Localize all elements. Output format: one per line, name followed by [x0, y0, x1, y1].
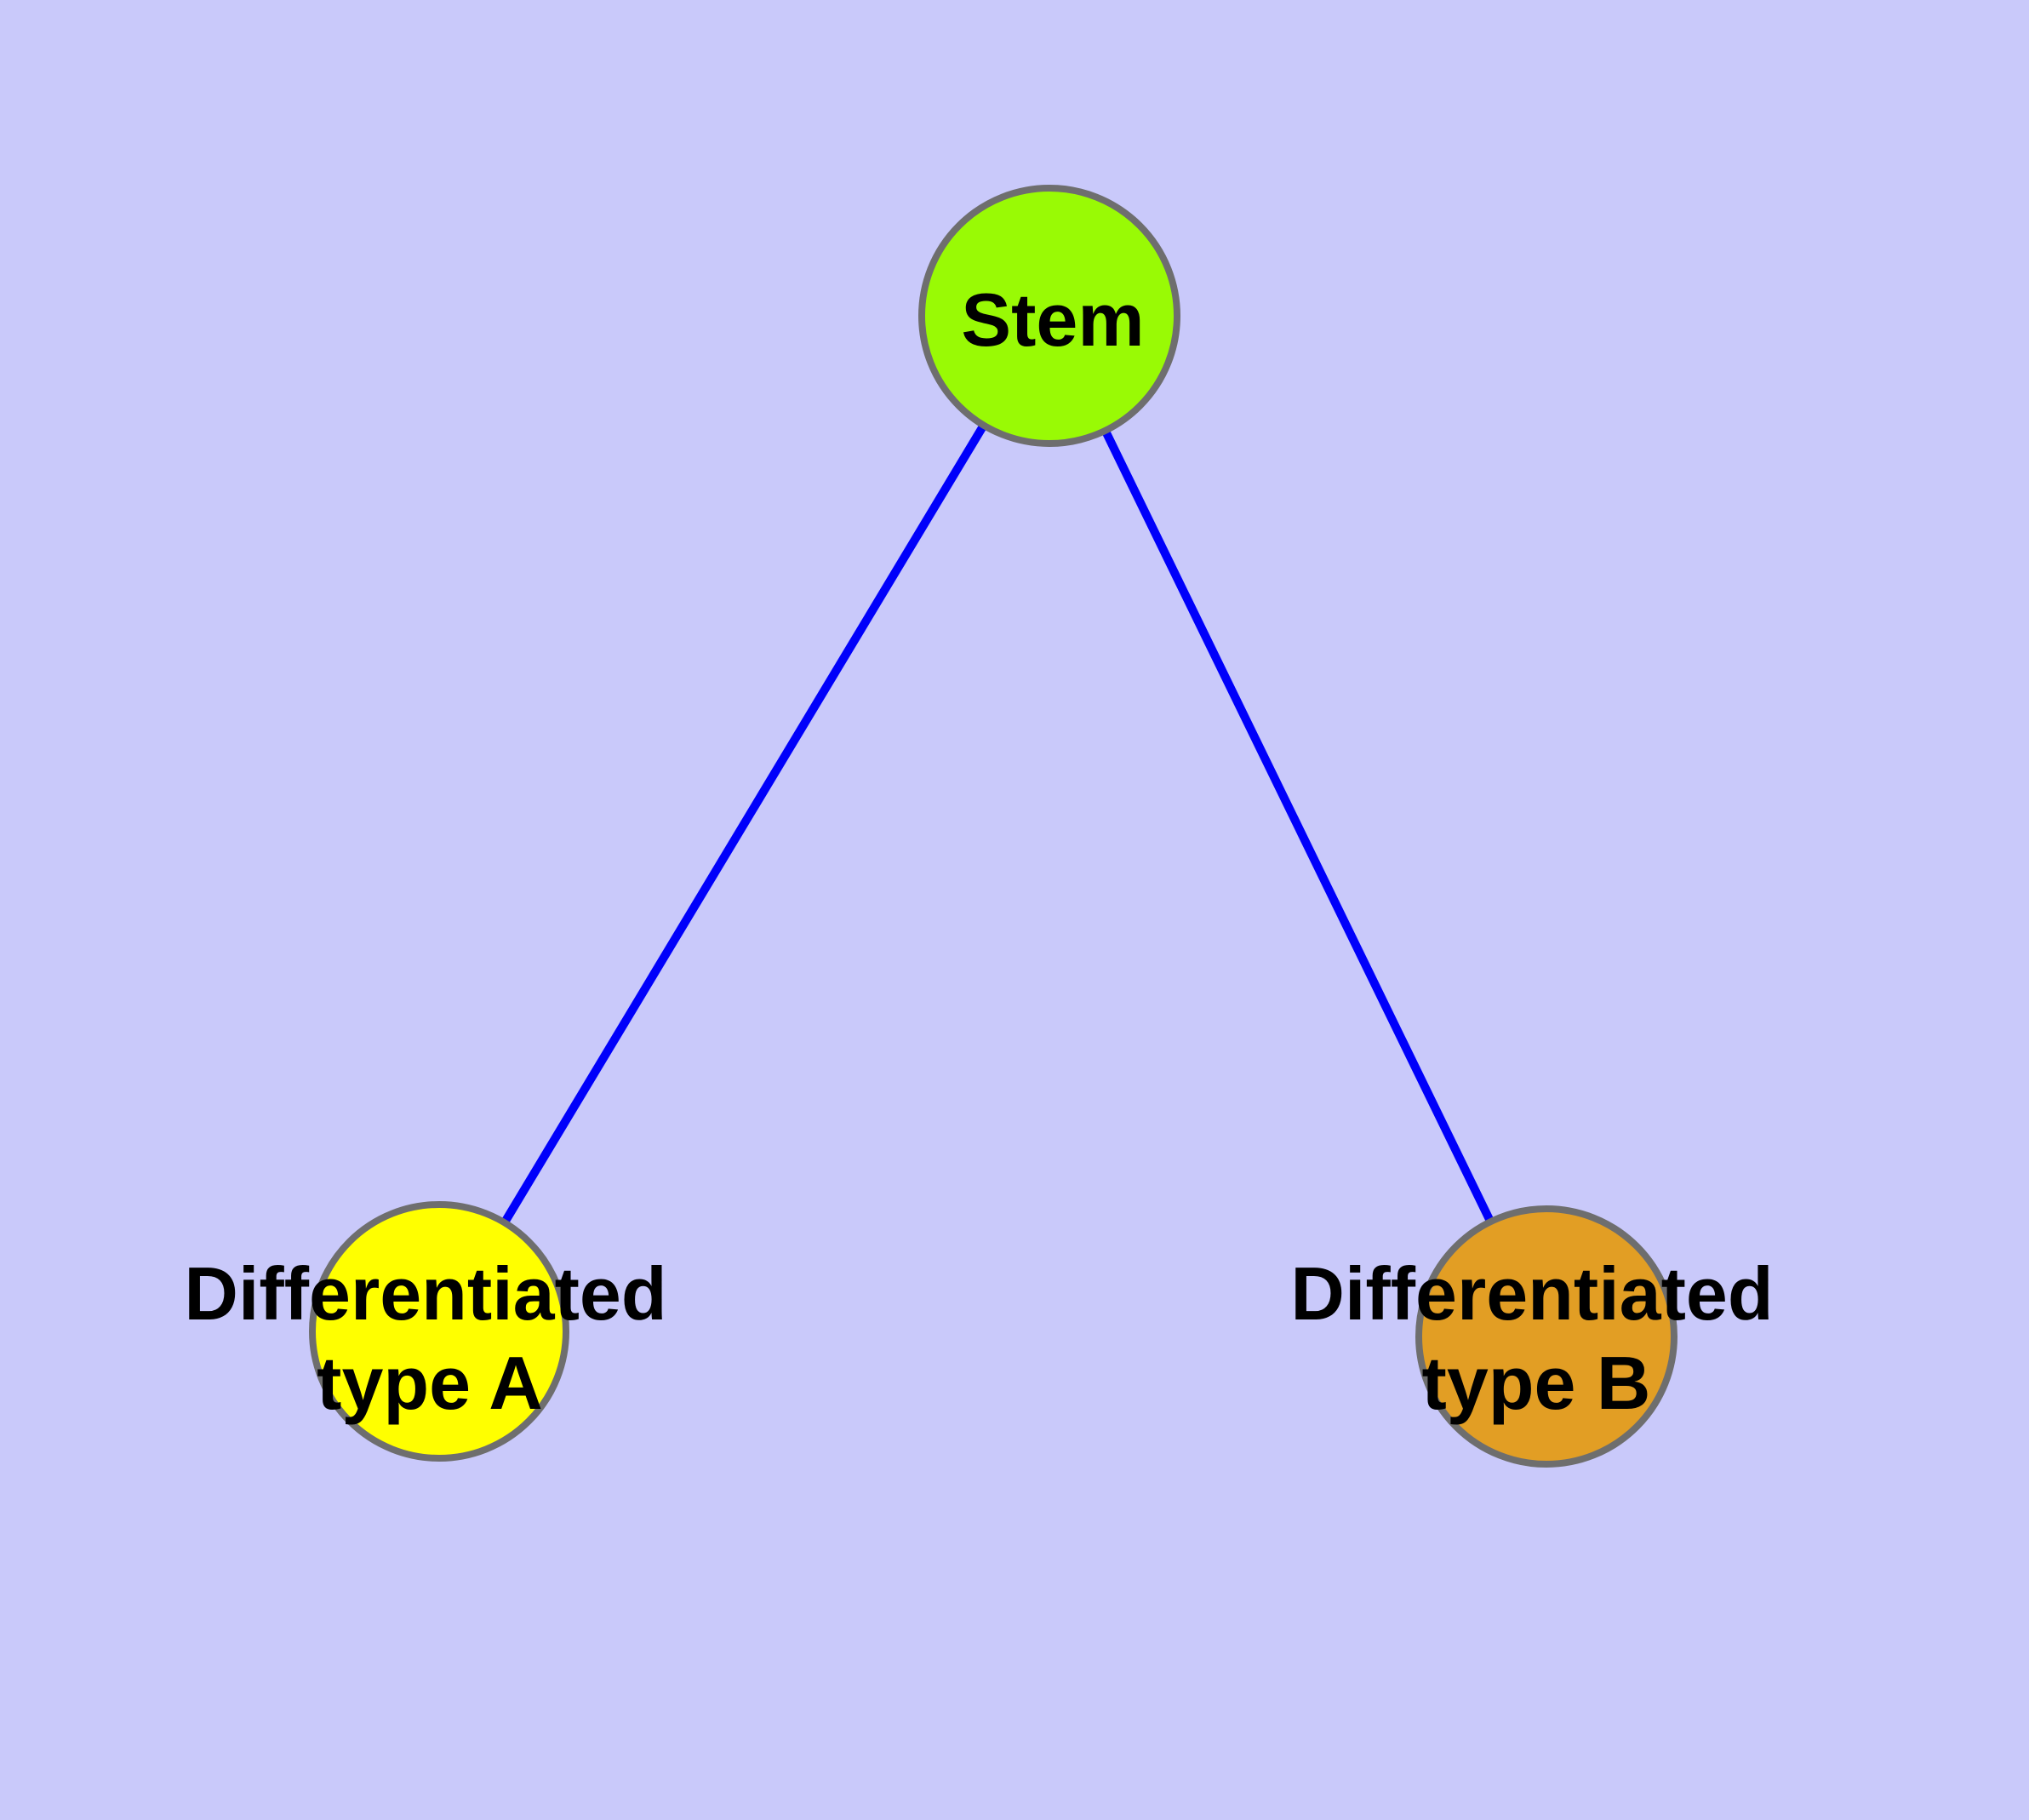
- edge-stem-to-type-b: [1045, 313, 1551, 1339]
- differentiated-type-b-node: [1415, 1205, 1677, 1468]
- type-b-label-line2: type B: [1422, 1341, 1651, 1425]
- type-a-label-line2: type A: [317, 1341, 543, 1425]
- type-b-label-line1: Differentiated: [1290, 1251, 1773, 1336]
- type-a-label-line1: Differentiated: [184, 1251, 666, 1336]
- stem-node: [918, 185, 1180, 447]
- differentiated-type-a-node: [309, 1201, 569, 1462]
- edge-stem-to-type-a: [435, 313, 1054, 1334]
- stem-node-label: Stem: [961, 278, 1144, 362]
